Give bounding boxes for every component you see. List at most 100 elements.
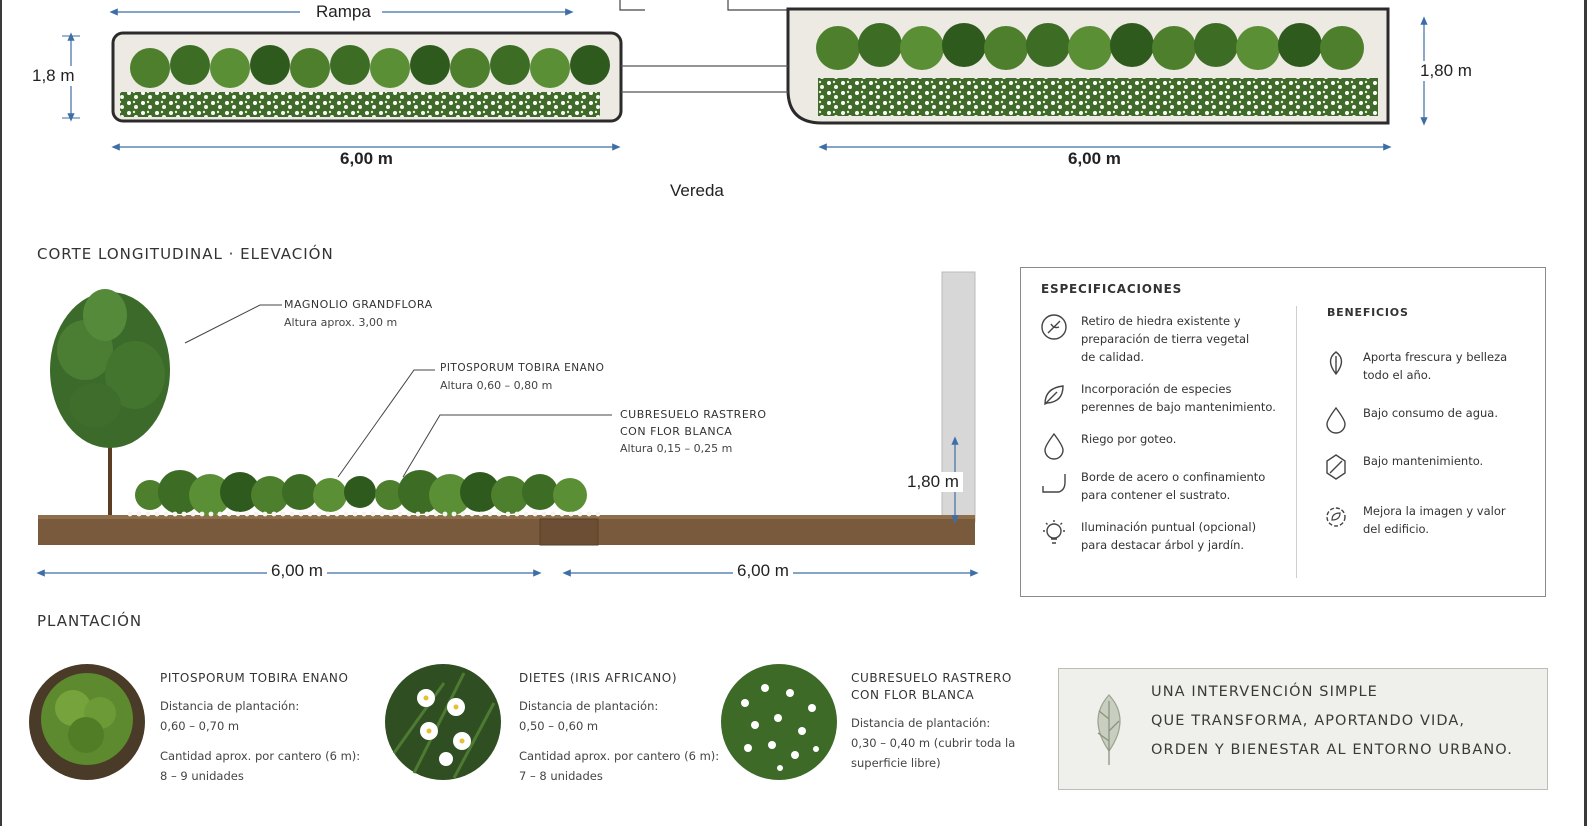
flower [442,511,448,517]
plantacion-title: PLANTACIÓN [37,612,143,630]
flower [145,511,151,517]
shrub [570,45,610,85]
section-dim-right: 6,00 m [733,561,793,581]
benefit-item-low-maintenance: Bajo mantenimiento. [1321,452,1483,482]
callout-cubresuelo-title-2: CON FLOR BLANCA [620,425,733,438]
callout-magnolia-title: MAGNOLIO GRANDFLORA [284,298,433,311]
steel-edge-icon [1042,474,1066,493]
shrub [1026,23,1070,67]
shrub [984,26,1028,70]
right-planter-width: 6,00 m [1064,149,1125,169]
spec-text: de calidad. [1081,350,1145,364]
flower [343,511,349,517]
flower [550,511,556,517]
callout-pitosporum: PITOSPORUM TOBIRA ENANO Altura 0,60 – 0,… [440,362,604,392]
plant-distance-label: Distancia de plantación: [160,699,300,713]
closing-line-3: ORDEN Y BIENESTAR AL ENTORNO URBANO. [1151,742,1513,758]
shrub [210,48,250,88]
closing-line-2: QUE TRANSFORMA, APORTANDO VIDA, [1151,713,1466,729]
flower [136,511,142,517]
flower [478,511,484,517]
benefit-text: todo el año. [1363,368,1432,382]
benefits-title: BENEFICIOS [1327,306,1409,319]
plant-name: CUBRESUELO RASTRERO [851,671,1012,685]
magnolia-tree [50,289,170,448]
benefit-text: Aporta frescura y belleza [1363,350,1508,364]
plant-name: DIETES (IRIS AFRICANO) [519,671,678,685]
plant-distance-value: 0,50 – 0,60 m [519,719,599,733]
flower [397,511,403,517]
flower [532,511,538,517]
pitosporum-photo [29,664,145,780]
shrub [1278,23,1322,67]
spec-text: Iluminación puntual (opcional) [1081,520,1257,534]
callout-magnolia-height: Altura aprox. 3,00 m [284,316,398,329]
shrub [1236,26,1280,70]
callout-pitosporum-title: PITOSPORUM TOBIRA ENANO [440,362,605,374]
flower [127,511,133,517]
fresh-leaf-icon [1329,351,1343,376]
spec-text: perennes de bajo mantenimiento. [1081,400,1276,414]
wall-height-label: 1,80 m [903,472,963,492]
benefit-text: Bajo consumo de agua. [1363,406,1499,420]
closing-line-1: UNA INTERVENCIÓN SIMPLE [1151,684,1378,700]
benefit-item-freshness: Aporta frescura y belleza todo el año. [1321,348,1507,384]
flower [316,511,322,517]
flower [334,511,340,517]
water-drop-icon [1044,432,1064,460]
leaf-icon [1097,694,1121,765]
elevation-drawing [36,271,979,577]
flower [181,511,187,517]
flower [388,511,394,517]
low-maintenance-icon [1326,454,1346,480]
plant-name-2: CON FLOR BLANCA [851,688,975,702]
shrub [189,474,231,516]
flower [352,511,358,517]
flower [460,511,466,517]
spec-text: para contener el sustrato. [1081,488,1231,502]
spec-text: Retiro de hiedra existente y [1081,314,1241,328]
shrub [1152,26,1196,70]
plant-quantity-value: 7 – 8 unidades [519,769,603,783]
spec-text: para destacar árbol y jardín. [1081,538,1245,552]
left-planter-height: 1,8 m [28,66,79,86]
flower [586,511,592,517]
flower [577,511,583,517]
shrub [130,48,170,88]
flower [253,511,259,517]
flower [424,511,430,517]
plant-distance-label: Distancia de plantación: [519,699,659,713]
shrub [290,48,330,88]
light-bulb-icon [1043,520,1065,544]
plant-card-pitosporum: PITOSPORUM TOBIRA ENANO Distancia de pla… [160,670,360,786]
flower [568,511,574,517]
flower [190,511,196,517]
spec-item-lighting: Iluminación puntual (opcional) para desta… [1039,518,1256,554]
specifications-panel: ESPECIFICACIONES BENEFICIOS Retiro de hi… [1020,267,1546,597]
specifications-divider [1296,306,1297,578]
right-planter-height: 1,80 m [1416,61,1476,81]
rampa-label: Rampa [312,2,375,22]
shrub [460,472,500,512]
shrub [410,45,450,85]
benefit-text: Bajo mantenimiento. [1363,454,1484,468]
flower [235,511,241,517]
flower [271,511,277,517]
section-title: CORTE LONGITUDINAL · ELEVACIÓN [37,245,334,263]
cubresuelo-photo [721,664,837,780]
flower [379,511,385,517]
flower [208,511,214,517]
shrub [313,478,347,512]
flower [361,511,367,517]
flower [541,511,547,517]
flower [307,511,313,517]
flower [505,511,511,517]
shrub [1110,23,1154,67]
flower [514,511,520,517]
shrub [429,474,471,516]
